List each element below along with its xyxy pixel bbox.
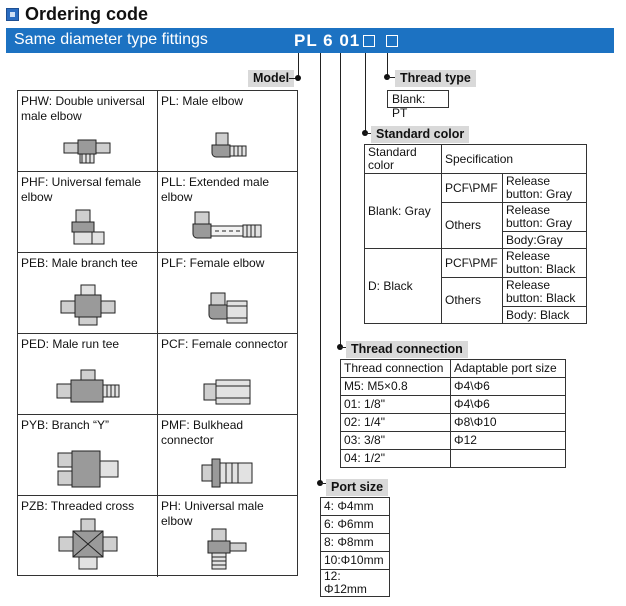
thread-connection-label: Thread connection (346, 341, 468, 358)
std-color-black: D: Black (364, 248, 442, 324)
model-cell-plf: PLF: Female elbow (158, 253, 298, 334)
model-grid: PHW: Double universal male elbow PL: Mal… (17, 90, 298, 577)
std-color-blank: Blank: Gray (364, 173, 442, 249)
model-cell-pcf: PCF: Female connector (158, 334, 298, 415)
female-connector-icon (203, 379, 251, 405)
model-cell-pl: PL: Male elbow (158, 91, 298, 172)
thread-connection-connector (340, 53, 341, 347)
standard-color-connector (365, 53, 366, 133)
thread-type-value: Blank: PT (387, 90, 449, 120)
thread-conn-header-thread: Thread connection (340, 359, 451, 378)
model-label-text: PL: Male elbow (161, 94, 244, 108)
female-elbow-icon (208, 292, 248, 324)
standard-color-label: Standard color (371, 126, 470, 143)
banner-subtitle: Same diameter type fittings (14, 31, 208, 48)
thread-type-connector (387, 53, 388, 77)
standard-color-tick (365, 133, 371, 134)
model-label-text: PZB: Threaded cross (21, 499, 135, 513)
model-cell-pzb: PZB: Threaded cross (18, 496, 158, 577)
thread-connection-tick (340, 347, 346, 348)
port-size-connector (320, 53, 321, 483)
branch-y-icon (57, 450, 118, 488)
model-label-text: PEB: Male branch tee (21, 256, 138, 270)
std-color-others-gray: Others (441, 202, 503, 249)
std-color-pcf-gray: PCF\PMF (441, 173, 503, 203)
square-bullet-icon (6, 7, 19, 21)
model-label: Model (248, 70, 295, 87)
thread-conn-cell: 04: 1/2" (340, 449, 451, 468)
model-label-text: PCF: Female connector (161, 337, 288, 351)
universal-female-elbow-icon (71, 209, 104, 245)
thread-conn-cell: 02: 1/4" (340, 413, 451, 432)
model-label-text: PLL: Extended male elbow (161, 175, 270, 204)
banner-code: PL 6 01 (294, 31, 361, 50)
thread-type-tick (387, 77, 395, 78)
model-label-text: PHW: Double universal male elbow (21, 94, 145, 123)
thread-conn-cell: Φ8\Φ10 (450, 413, 566, 432)
model-label-text: PED: Male run tee (21, 337, 120, 351)
port-size-cell: 12: Φ12mm (320, 569, 390, 597)
thread-conn-cell: Φ12 (450, 431, 566, 450)
male-run-tee-icon (56, 369, 119, 403)
model-cell-phf: PHF: Universal female elbow (18, 172, 158, 253)
model-cell-pmf: PMF: Bulkhead connector (158, 415, 298, 496)
threaded-cross-icon (58, 518, 117, 570)
port-size-tick (320, 483, 326, 484)
universal-male-elbow-icon (207, 528, 247, 570)
male-branch-tee-icon (60, 284, 115, 326)
banner: Same diameter type fittings PL 6 01 (6, 28, 614, 53)
std-color-black-release-1: Release button: Black (502, 248, 587, 278)
model-tick (289, 78, 297, 79)
model-label-text: PLF: Female elbow (161, 256, 265, 270)
extended-male-elbow-icon (192, 211, 262, 239)
port-size-cell: 6: Φ6mm (320, 515, 390, 534)
thread-conn-cell (450, 449, 566, 468)
standard-color-table: Standard color Specification Blank: Gray… (364, 144, 587, 324)
std-color-black-release-2: Release button: Black (502, 277, 587, 307)
model-cell-pll: PLL: Extended male elbow (158, 172, 298, 253)
thread-connection-table: Thread connection Adaptable port size M5… (340, 359, 566, 468)
bulkhead-connector-icon (201, 458, 253, 488)
std-color-gray-release-2: Release button: Gray (502, 202, 587, 232)
thread-conn-cell: Φ4\Φ6 (450, 395, 566, 414)
port-size-label: Port size (326, 479, 389, 496)
std-color-black-body: Body: Black (502, 306, 587, 324)
male-elbow-icon (211, 132, 247, 158)
port-size-cell: 4: Φ4mm (320, 497, 390, 516)
std-color-gray-body: Body:Gray (502, 231, 587, 249)
model-cell-ph: PH: Universal male elbow (158, 496, 298, 577)
code-placeholder-box-1 (363, 35, 375, 47)
thread-conn-cell: M5: M5×0.8 (340, 377, 451, 396)
model-label-text: PHF: Universal female elbow (21, 175, 142, 204)
title-row: Ordering code (6, 3, 148, 25)
std-color-pcf-black: PCF\PMF (441, 248, 503, 278)
port-size-table: 4: Φ4mm 6: Φ6mm 8: Φ8mm 10:Φ10mm 12: Φ12… (320, 497, 390, 597)
double-universal-male-elbow-icon (63, 139, 110, 164)
std-color-header-spec: Specification (441, 144, 587, 174)
model-label-text: PH: Universal male elbow (161, 499, 264, 528)
page-title: Ordering code (25, 3, 149, 24)
thread-conn-cell: 01: 1/8" (340, 395, 451, 414)
model-connector (298, 53, 299, 78)
thread-conn-header-port: Adaptable port size (450, 359, 566, 378)
std-color-others-black: Others (441, 277, 503, 324)
std-color-gray-release-1: Release button: Gray (502, 173, 587, 203)
model-cell-peb: PEB: Male branch tee (18, 253, 158, 334)
port-size-cell: 8: Φ8mm (320, 533, 390, 552)
port-size-cell: 10:Φ10mm (320, 551, 390, 570)
model-label-text: PYB: Branch “Y” (21, 418, 110, 432)
model-cell-ped: PED: Male run tee (18, 334, 158, 415)
model-label-text: PMF: Bulkhead connector (161, 418, 244, 447)
model-cell-pyb: PYB: Branch “Y” (18, 415, 158, 496)
model-dot (295, 75, 301, 81)
std-color-header-color: Standard color (364, 144, 442, 174)
thread-conn-cell: Φ4\Φ6 (450, 377, 566, 396)
thread-type-label: Thread type (395, 70, 476, 87)
thread-conn-cell: 03: 3/8" (340, 431, 451, 450)
model-cell-phw: PHW: Double universal male elbow (18, 91, 158, 172)
code-placeholder-box-2 (386, 35, 398, 47)
